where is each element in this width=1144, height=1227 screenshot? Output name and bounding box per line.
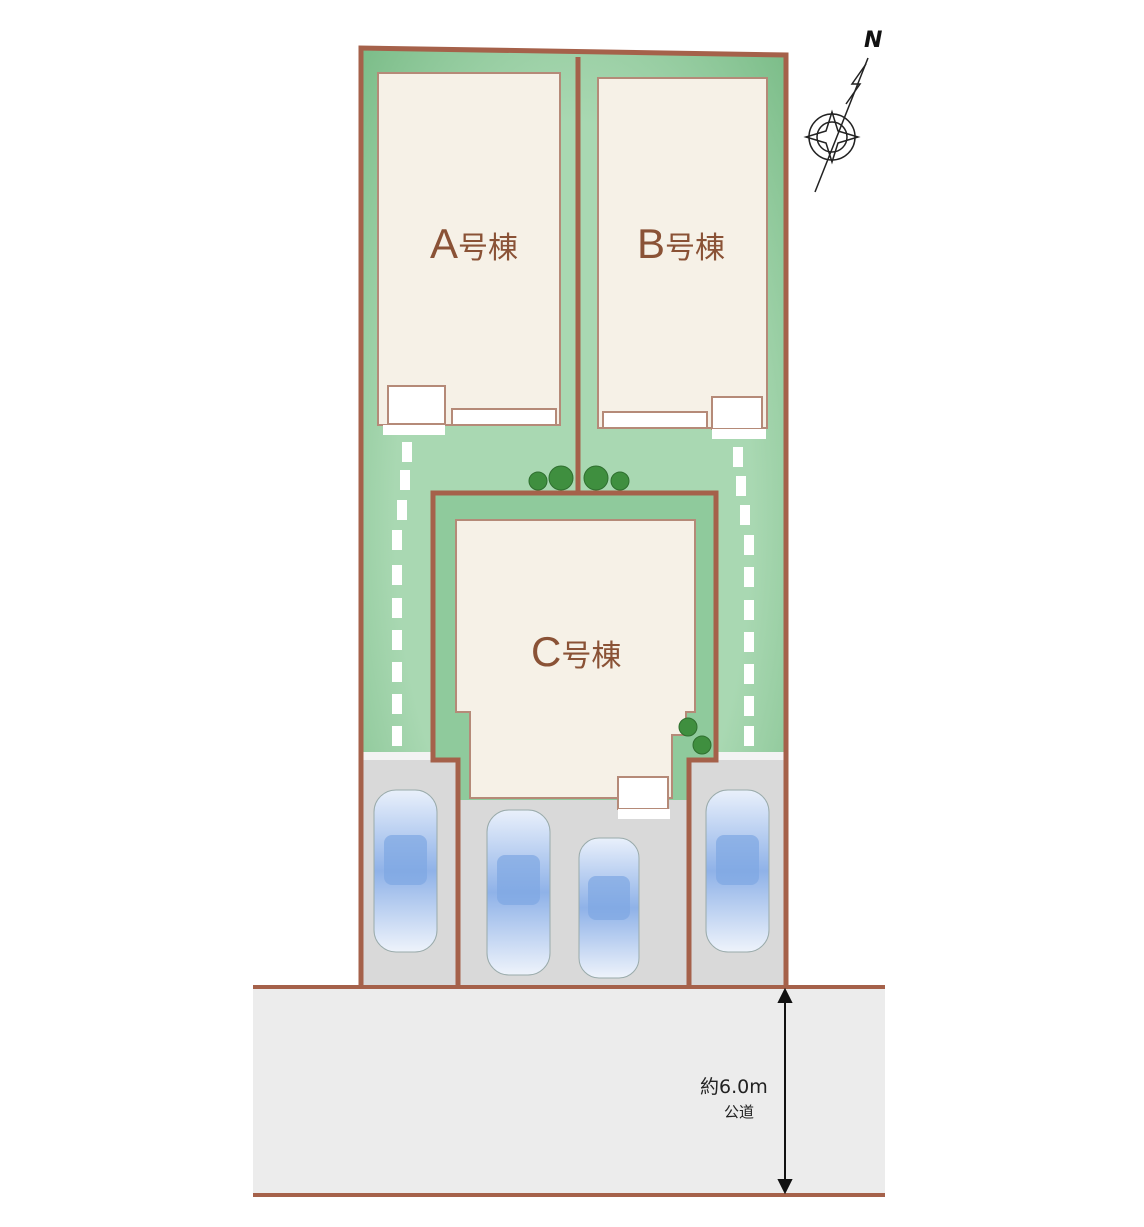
car-2 bbox=[486, 809, 551, 976]
trees bbox=[528, 465, 712, 755]
label-building-a: A号棟 bbox=[430, 220, 519, 267]
house-a bbox=[377, 72, 561, 426]
entrance-a bbox=[387, 385, 446, 425]
road-width-label: 約6.0m bbox=[700, 1076, 768, 1098]
compass-icon bbox=[803, 57, 869, 193]
entrance-b bbox=[711, 396, 763, 430]
house-c bbox=[455, 519, 696, 799]
road-type-label: 公道 bbox=[724, 1103, 755, 1121]
path-stones-left bbox=[392, 442, 412, 746]
label-building-c: C号棟 bbox=[531, 628, 622, 675]
label-building-b: B号棟 bbox=[637, 220, 726, 267]
car-3 bbox=[578, 837, 640, 979]
entrance-c bbox=[617, 776, 669, 810]
road-width-arrow bbox=[777, 987, 793, 1195]
lot-boundaries bbox=[358, 45, 789, 985]
public-road bbox=[253, 987, 885, 1195]
north-label: N bbox=[864, 28, 883, 53]
car-4 bbox=[705, 789, 770, 953]
car-1 bbox=[373, 789, 438, 953]
path-stones-right bbox=[733, 447, 754, 746]
